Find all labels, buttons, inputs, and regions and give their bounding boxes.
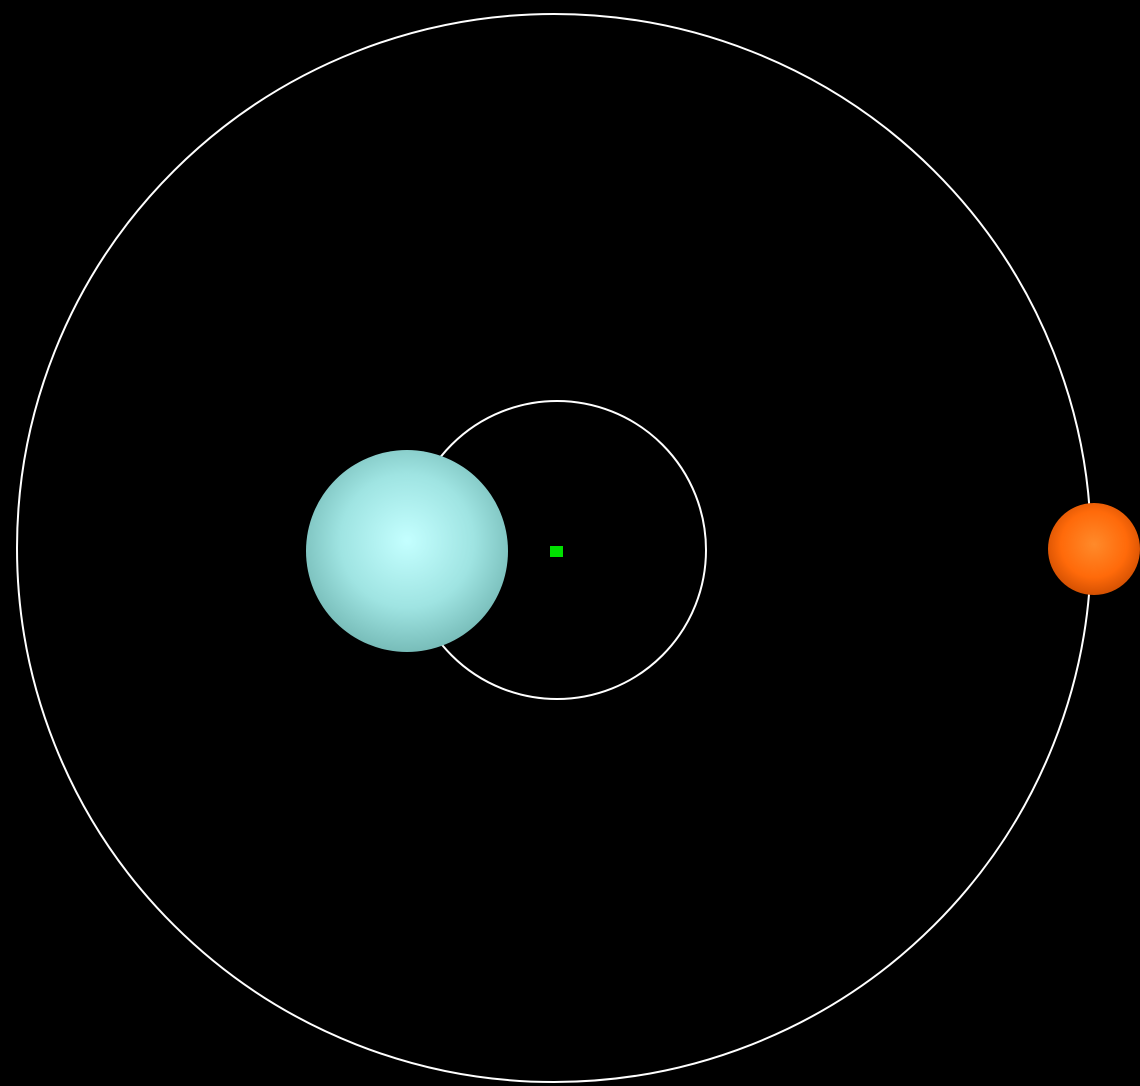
barycenter-marker-icon: [550, 546, 563, 557]
moon-sphere-icon: [1048, 503, 1140, 595]
planet-sphere-icon: [306, 450, 508, 652]
